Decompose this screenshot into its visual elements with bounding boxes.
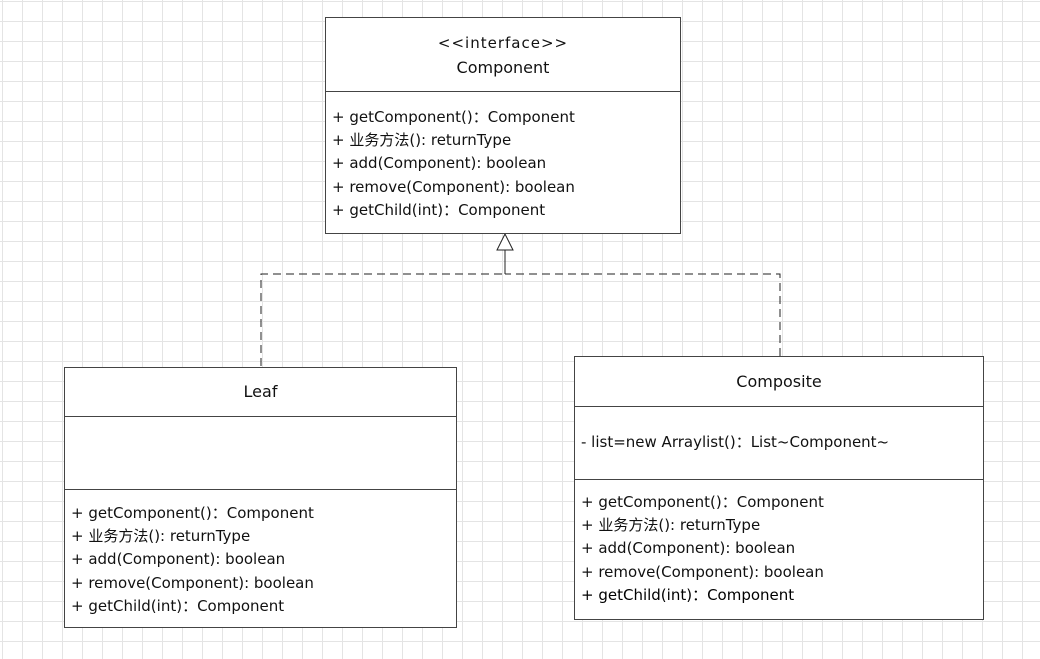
leaf-op-get-child: + getChild(int)：Component <box>71 596 285 615</box>
composite-op-business-method: + 业务方法(): returnType <box>581 516 761 535</box>
component-stereotype: <<interface>> <box>437 34 569 52</box>
leaf-op-get-component: + getComponent()：Component <box>71 504 314 522</box>
leaf-op-add: + add(Component): boolean <box>71 550 286 569</box>
composite-op-get-child: + getChild(int)：Component <box>581 585 795 604</box>
composite-attr-list: - list=new Arraylist()：List~Component~ <box>581 433 890 451</box>
component-interface-box[interactable]: <<interface>> Component + getComponent()… <box>325 17 681 234</box>
leaf-op-remove: + remove(Component): boolean <box>71 573 314 592</box>
realization-arrowhead-icon <box>496 232 514 251</box>
component-op-business-method: + 业务方法(): returnType <box>332 131 512 150</box>
composite-class-name: Composite <box>736 372 822 391</box>
composite-op-get-component: + getComponent()：Component <box>581 493 824 511</box>
component-class-name: Component <box>456 58 550 77</box>
composite-realization-line <box>505 273 781 356</box>
leaf-class-box[interactable]: Leaf + getComponent()：Component + 业务方法()… <box>64 367 457 628</box>
composite-op-remove: + remove(Component): boolean <box>581 562 824 581</box>
component-op-add: + add(Component): boolean <box>332 154 547 173</box>
component-op-get-child: + getChild(int)：Component <box>332 200 546 219</box>
leaf-attributes-compartment <box>65 416 456 489</box>
component-op-remove: + remove(Component): boolean <box>332 177 575 196</box>
composite-name-compartment: Composite <box>575 357 983 406</box>
composite-attributes-compartment: - list=new Arraylist()：List~Component~ <box>575 406 983 479</box>
component-name-compartment: <<interface>> Component <box>326 18 680 91</box>
leaf-realization-line <box>260 273 505 366</box>
leaf-class-name: Leaf <box>243 382 278 401</box>
leaf-operations-compartment: + getComponent()：Component + 业务方法(): ret… <box>65 489 456 627</box>
component-operations-compartment: + getComponent()：Component + 业务方法(): ret… <box>326 91 680 233</box>
leaf-op-business-method: + 业务方法(): returnType <box>71 527 251 546</box>
composite-op-add: + add(Component): boolean <box>581 539 796 558</box>
component-op-get-component: + getComponent()：Component <box>332 108 575 126</box>
leaf-name-compartment: Leaf <box>65 368 456 416</box>
composite-class-box[interactable]: Composite - list=new Arraylist()：List~Co… <box>574 356 984 620</box>
composite-operations-compartment: + getComponent()：Component + 业务方法(): ret… <box>575 479 983 619</box>
